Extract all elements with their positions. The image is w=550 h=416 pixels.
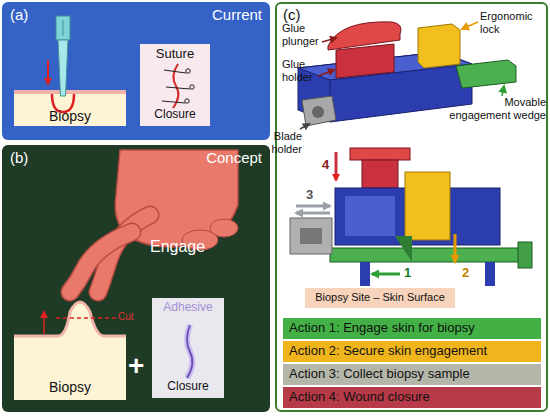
node-text: (c) <box>283 6 323 23</box>
action-box: Action 1: Engage skin for biopsy <box>283 318 541 339</box>
node-text: Action 3: Collect biopsy sample <box>289 367 537 382</box>
node-text: (b) <box>10 149 70 166</box>
node-text: Adhesive <box>152 301 224 315</box>
plus-sign: + <box>128 350 152 382</box>
cut-label: Cut <box>118 311 148 323</box>
closure-inset: AdhesiveClosure <box>152 298 224 398</box>
node-text: Biopsy <box>14 108 126 124</box>
node-text: (a) <box>10 6 70 23</box>
part-label: Movable engagement wedge <box>446 96 546 121</box>
callout-number: 2 <box>462 266 476 281</box>
node-text: Biopsy Site – Skin Surface <box>305 291 455 304</box>
callout-number: 3 <box>306 188 320 203</box>
node-text: Concept <box>182 149 262 166</box>
skin-block: Biopsy <box>14 90 126 126</box>
part-label: Glue holder <box>282 58 330 83</box>
node-text: Suture <box>140 47 210 62</box>
node-text: Action 1: Engage skin for biopsy <box>289 321 537 336</box>
part-label: Ergonomic lock <box>480 10 544 35</box>
closure-inset: SutureClosure <box>140 44 210 126</box>
skin-block: Biopsy <box>14 335 126 400</box>
node-text: Current <box>182 6 262 23</box>
callout-number: 1 <box>404 266 418 281</box>
callout-number: 4 <box>322 158 336 173</box>
node-text: Closure <box>140 108 210 122</box>
node-text: Action 2: Secure skin engagement <box>289 344 537 359</box>
node-text: Action 4: Wound closure <box>289 390 537 405</box>
site-box: Biopsy Site – Skin Surface <box>305 288 455 308</box>
part-label: Glue plunger <box>282 22 330 47</box>
action-box: Action 2: Secure skin engagement <box>283 341 541 362</box>
panel: (c) Biopsy Site – Skin SurfaceAction 1: E… <box>275 2 548 412</box>
action-box: Action 3: Collect biopsy sample <box>283 364 541 385</box>
panel: (a) CurrentBiopsy SutureClosure <box>2 2 270 140</box>
part-label: Blade holder <box>262 130 302 155</box>
hand-label: Engage <box>150 238 230 256</box>
node-text: Closure <box>152 380 224 394</box>
node-text: Biopsy <box>14 379 126 395</box>
action-box: Action 4: Wound closure <box>283 387 541 408</box>
